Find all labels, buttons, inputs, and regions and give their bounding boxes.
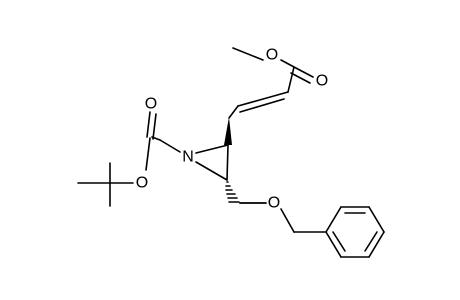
bond-n-carbamate (159, 139, 181, 153)
atom-ester-carbonyl-oxygen: O (316, 73, 328, 90)
ring-bond-1 (325, 206, 342, 233)
atom-boc-carbonyl-oxygen: O (145, 96, 157, 113)
ring-bond-6 (325, 231, 342, 258)
bond-carbamate-o-ester (145, 137, 151, 171)
benzyloxymethyl-group (239, 202, 327, 233)
atom-boc-ester-oxygen: O (136, 175, 148, 192)
bond-carbonyl-alkene (287, 66, 295, 93)
hashed-wedge-c3 (225, 181, 240, 203)
bond-methyl-o (232, 47, 264, 61)
bond-o-benzyl-ch2 (280, 208, 295, 233)
bond-alkene-double-2 (239, 98, 285, 113)
bond-carbonyl-o-double-1 (293, 66, 314, 78)
ring-inner-double-2 (364, 231, 378, 252)
wedge-bond-c2 (224, 117, 232, 145)
benzene-ring (325, 206, 385, 258)
alkene-linker (228, 91, 289, 119)
ring-bond-3 (368, 206, 385, 233)
atom-aziridine-nitrogen: N (182, 149, 194, 166)
bond-c2-c3 (226, 144, 229, 181)
ring-inner-double-3 (332, 231, 346, 252)
methyl-ester-group (232, 47, 314, 93)
bond-carbamate-o-double-a (146, 111, 151, 138)
bond-n-c2 (195, 144, 229, 154)
aziridine-ring (195, 117, 240, 203)
atom-ether-oxygen: O (268, 195, 280, 212)
bond-carbonyl-o-double-2 (290, 72, 311, 84)
bond-alkene-ring (228, 105, 239, 119)
bond-carbamate-o-double-b (152, 113, 157, 140)
bond-alkene-double-1 (237, 91, 289, 107)
boc-group (77, 111, 181, 207)
atom-methoxy-oxygen: O (266, 47, 278, 64)
bond-o-carbonyl (280, 59, 295, 68)
ring-bond-4 (368, 231, 385, 258)
bond-n-c3 (195, 161, 228, 181)
